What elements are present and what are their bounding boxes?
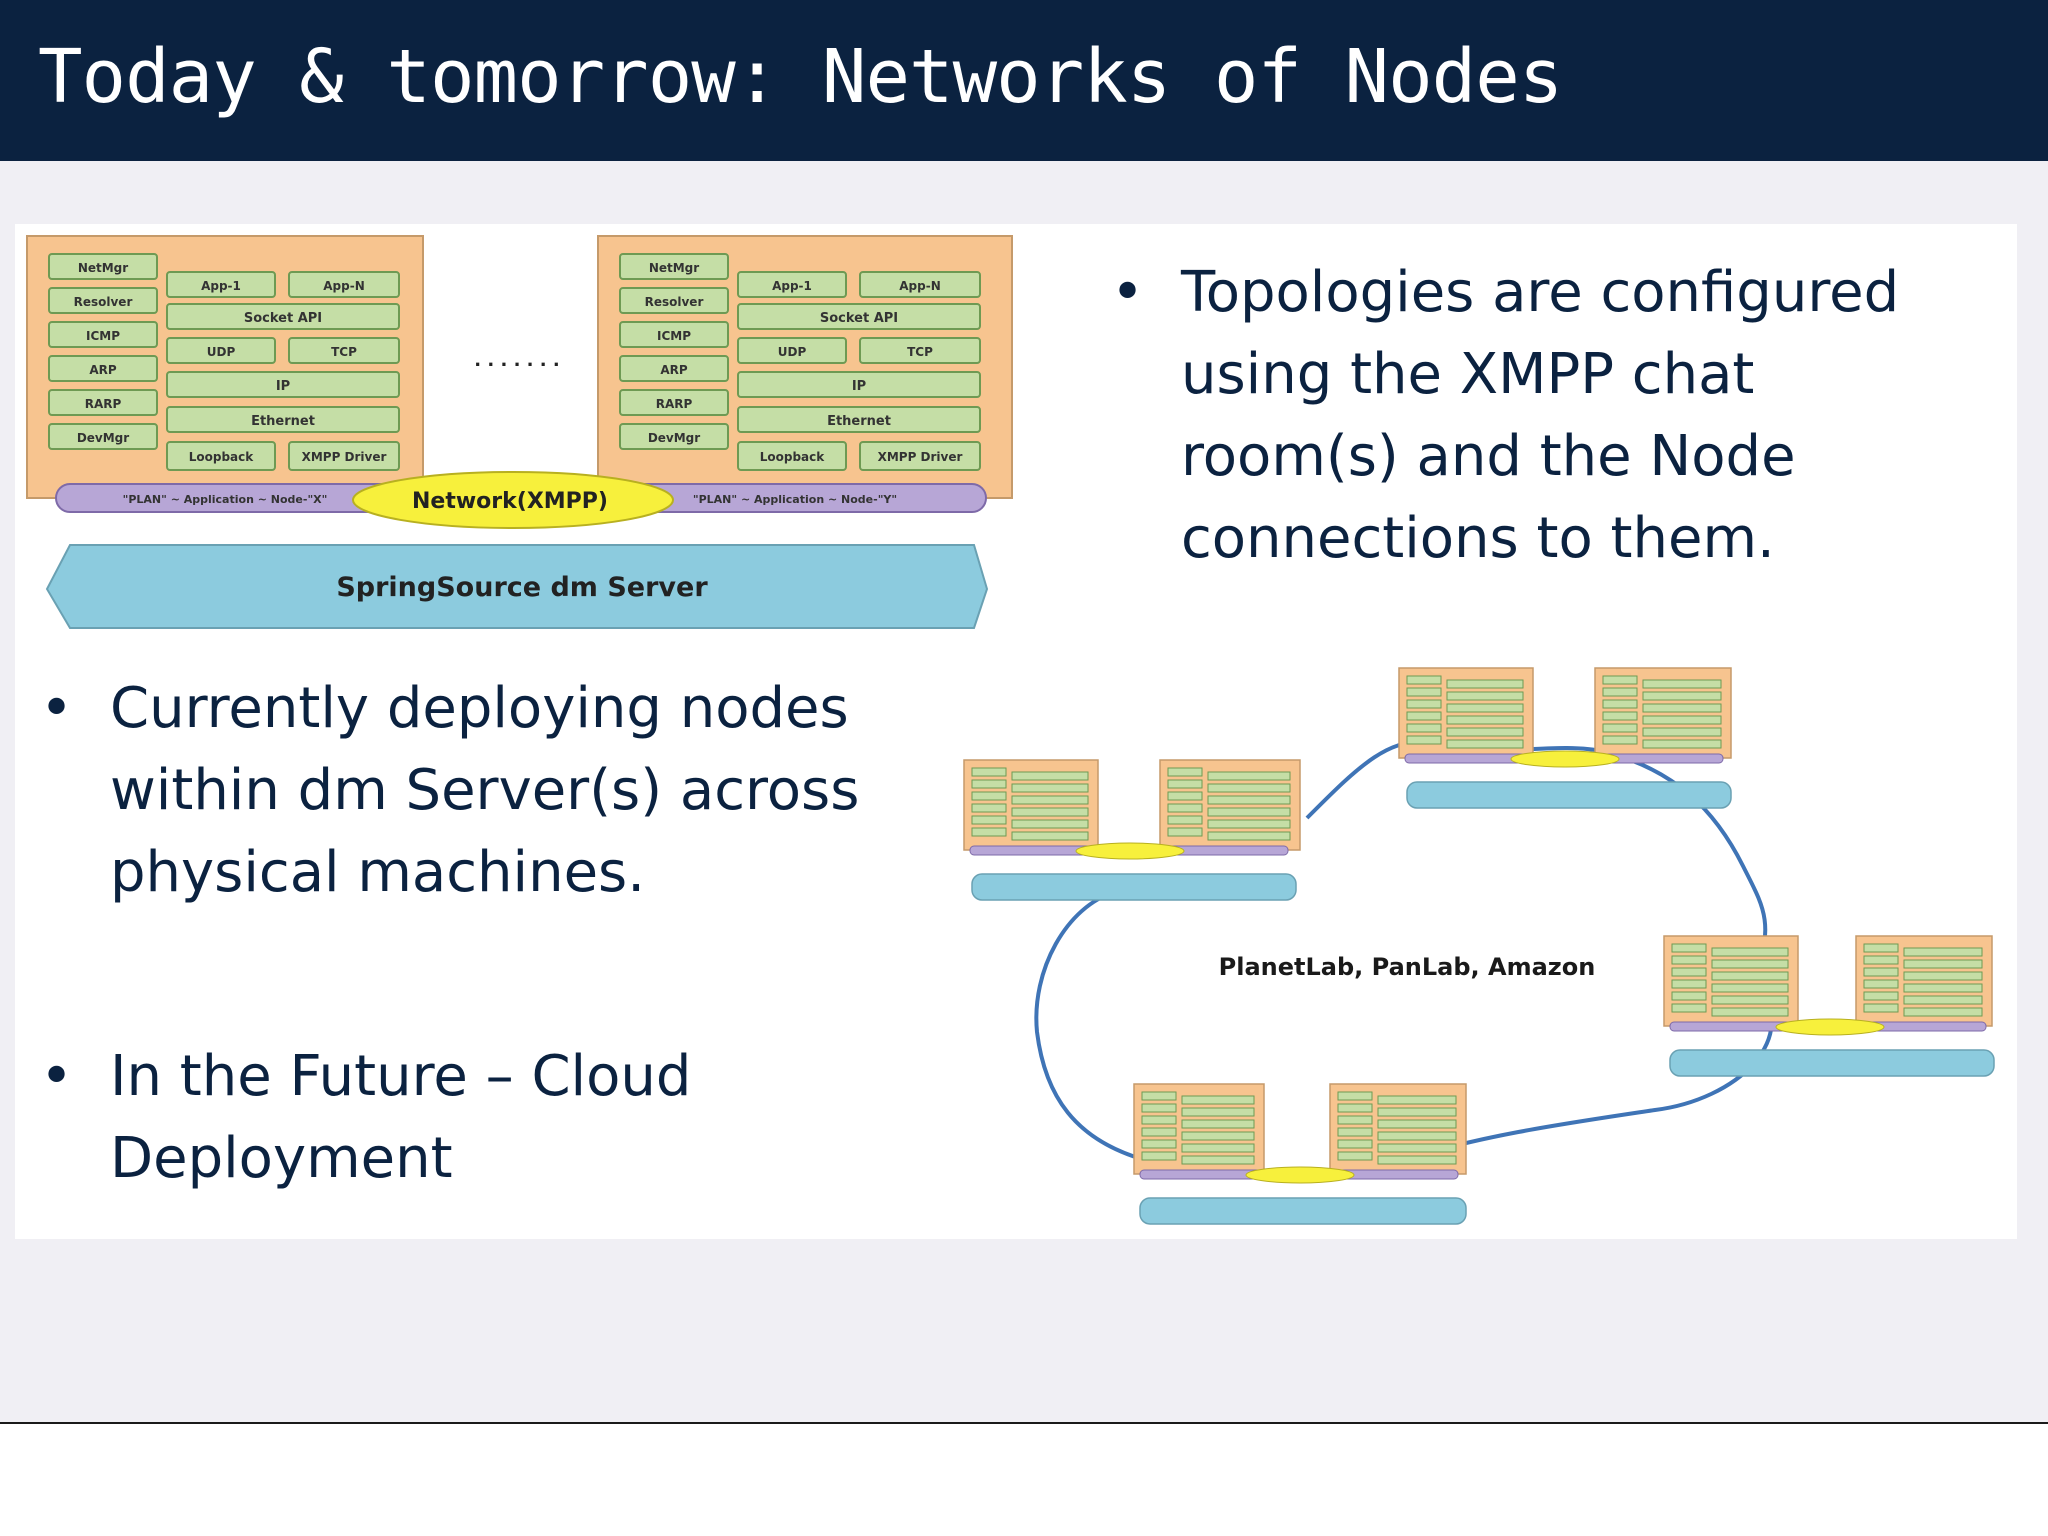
bullet-future-cloud: • In the Future – Cloud Deployment — [40, 1036, 730, 1200]
network-label: Network(XMPP) — [412, 489, 608, 514]
xmpp-driver-label: XMPP Driver — [878, 450, 963, 464]
ip-label: IP — [852, 379, 866, 394]
mini-cluster-bottom — [1133, 1083, 1467, 1225]
stack-label: RARP — [656, 397, 693, 411]
socket-api-label: Socket API — [820, 311, 898, 326]
ethernet-label: Ethernet — [827, 414, 891, 429]
bullet-topologies: • Topologies are configured using the XM… — [1111, 252, 1961, 580]
footer-area — [0, 1424, 2048, 1536]
node-box-x: NetMgr Resolver ICMP ARP RARP DevMgr App… — [26, 235, 424, 499]
bullet-dot-icon: • — [40, 676, 74, 741]
server-label: SpringSource dm Server — [336, 572, 708, 603]
stack-label: Resolver — [74, 295, 133, 309]
app-n-label: App-N — [323, 279, 365, 293]
stack-label: DevMgr — [648, 431, 700, 445]
bullet-dot-icon: • — [1111, 260, 1145, 325]
bullet-currently-deploying: • Currently deploying nodes within dm Se… — [40, 668, 890, 914]
plan-right-label: "PLAN" ~ Application ~ Node-"Y" — [693, 493, 897, 506]
app-1-label: App-1 — [772, 279, 812, 293]
node-box-y: NetMgr Resolver ICMP ARP RARP DevMgr App… — [597, 235, 1013, 499]
stack-label: NetMgr — [78, 261, 128, 275]
stack-label: ARP — [660, 363, 688, 377]
stack-label: Resolver — [645, 295, 704, 309]
mini-cluster-top — [1398, 667, 1732, 809]
cloud-label: PlanetLab, PanLab, Amazon — [1219, 953, 1596, 981]
app-1-label: App-1 — [201, 279, 241, 293]
socket-api-label: Socket API — [244, 311, 322, 326]
stack-label: RARP — [85, 397, 122, 411]
stack-label: ARP — [89, 363, 117, 377]
plan-left-label: "PLAN" ~ Application ~ Node-"X" — [123, 493, 328, 506]
slide-title: Today & tomorrow: Networks of Nodes — [38, 34, 1563, 120]
tcp-label: TCP — [907, 345, 933, 359]
bullet-text: In the Future – Cloud Deployment — [110, 1044, 692, 1191]
cloud-deployment-diagram: PlanetLab, PanLab, Amazon — [963, 667, 1995, 1225]
stack-label: ICMP — [86, 329, 120, 343]
bullet-dot-icon: • — [40, 1044, 74, 1109]
mini-cluster-left — [963, 759, 1301, 901]
cloud-outline — [1034, 740, 1774, 1177]
node-stack-diagram: NetMgr Resolver ICMP ARP RARP DevMgr App… — [26, 235, 1013, 629]
bullet-text: Topologies are configured using the XMPP… — [1181, 260, 1900, 571]
app-n-label: App-N — [899, 279, 941, 293]
loopback-label: Loopback — [760, 450, 826, 464]
springsource-server-bar: SpringSource dm Server — [45, 544, 989, 629]
left-protocol-column: NetMgr Resolver ICMP ARP RARP DevMgr — [48, 253, 158, 450]
udp-label: UDP — [778, 345, 807, 359]
mini-cluster-right — [1663, 935, 1995, 1077]
xmpp-driver-label: XMPP Driver — [302, 450, 387, 464]
stack-label: ICMP — [657, 329, 691, 343]
ip-label: IP — [276, 379, 290, 394]
footer-divider — [0, 1422, 2048, 1424]
loopback-label: Loopback — [189, 450, 255, 464]
bullet-text: Currently deploying nodes within dm Serv… — [110, 676, 860, 905]
udp-label: UDP — [207, 345, 236, 359]
ethernet-label: Ethernet — [251, 414, 315, 429]
stack-label: NetMgr — [649, 261, 699, 275]
node-ellipsis: . . . . . . . — [474, 350, 559, 371]
tcp-label: TCP — [331, 345, 357, 359]
network-xmpp-ellipse: Network(XMPP) — [352, 471, 674, 529]
title-bar: Today & tomorrow: Networks of Nodes — [0, 0, 2048, 161]
stack-label: DevMgr — [77, 431, 129, 445]
